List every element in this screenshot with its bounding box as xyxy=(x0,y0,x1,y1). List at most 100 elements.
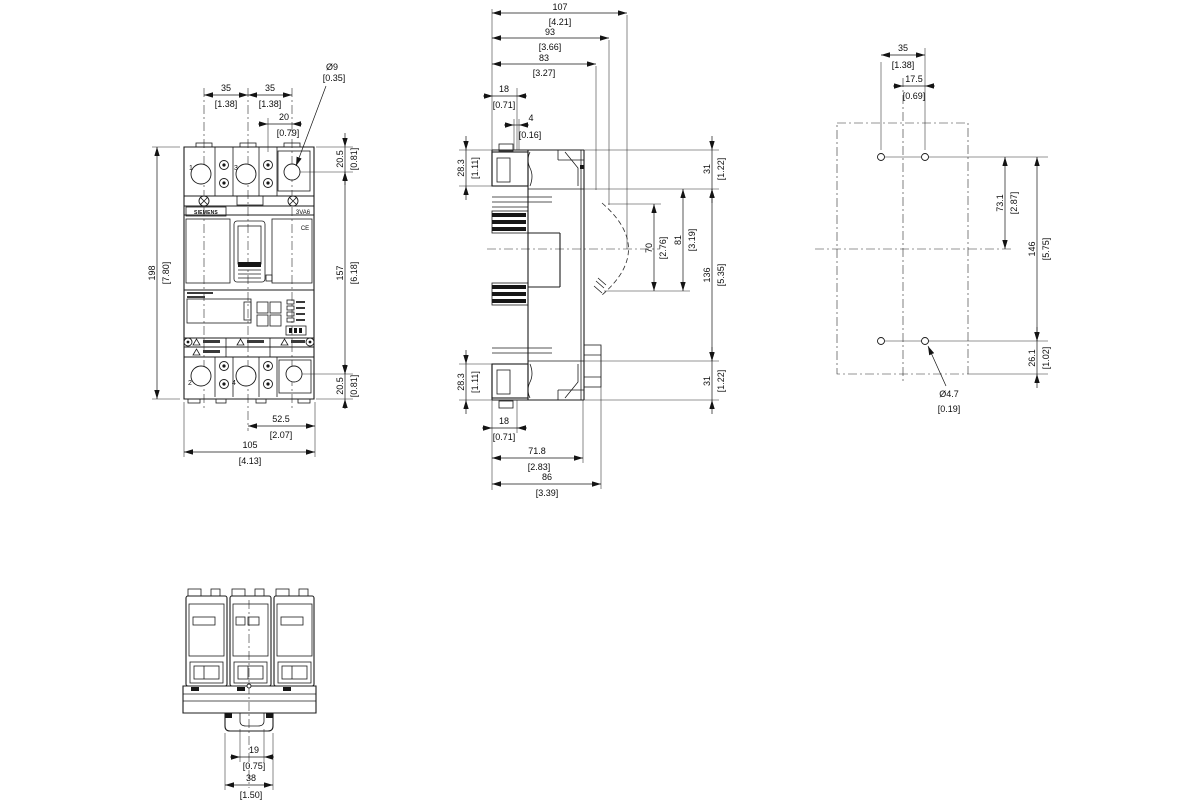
dim-lower-offset-mm: 26.1 xyxy=(1027,349,1037,367)
dim-width-half-in: [2.07] xyxy=(270,430,293,440)
pole-number: 3 xyxy=(234,165,238,172)
dim-upper-span-mm: 73.1 xyxy=(995,194,1005,212)
dim-front-gap-mm: 4 xyxy=(528,113,533,123)
mounting-hole xyxy=(877,153,885,161)
side-terminal-top xyxy=(491,151,529,187)
terminal-hole-3 xyxy=(235,163,257,185)
display-window xyxy=(186,298,252,324)
dim-rail-width-mm: 38 xyxy=(246,773,256,783)
top-tab xyxy=(283,142,301,148)
terminal-hole-1 xyxy=(190,163,212,185)
din-rail-clip xyxy=(583,344,602,388)
pole-number: 4 xyxy=(232,380,236,387)
dim-terminal-top-mm: 20.5 xyxy=(335,150,345,168)
dim-handle-travel-mm: 70 xyxy=(644,243,654,253)
dim-pole-pitch-left-in: [1.38] xyxy=(215,99,238,109)
terminal-hole-6 xyxy=(285,365,303,383)
pole-block xyxy=(185,595,228,687)
dim-rail-slot-mm: 19 xyxy=(249,745,259,755)
dim-terminal-bottom-mm: 20.5 xyxy=(335,377,345,395)
dim-edge-bottom-mm: 31 xyxy=(702,376,712,386)
side-terminal-bottom xyxy=(491,363,529,399)
pole-block xyxy=(229,595,272,687)
dim-vertical-span-in: [5.75] xyxy=(1041,238,1051,261)
dim-width-half-mm: 52.5 xyxy=(272,414,290,424)
dim-base-depth-in: [2.83] xyxy=(528,462,551,472)
mounting-hole xyxy=(921,153,929,161)
terminal-hole-5 xyxy=(283,163,301,181)
dim-width-overall-mm: 105 xyxy=(242,440,257,450)
dim-pole-pitch-right-mm: 35 xyxy=(265,83,275,93)
dim-depth-handle-mm: 93 xyxy=(545,27,555,37)
dim-front-recess-mm: 81 xyxy=(673,235,683,245)
dim-side-terminal-top-mm: 28.3 xyxy=(456,159,466,177)
dim-front-step-in: [0.71] xyxy=(493,100,516,110)
trip-unit-button xyxy=(269,314,282,327)
pole-window-left xyxy=(185,218,231,284)
top-tab xyxy=(239,142,257,148)
warning-triangle-icon xyxy=(280,338,289,346)
dim-upper-span-in: [2.87] xyxy=(1009,192,1019,215)
foot-tab xyxy=(187,398,201,404)
dim-hole-spacing-in: [6.18] xyxy=(349,262,359,285)
dim-handle-travel-in: [2.76] xyxy=(658,237,668,260)
terminal-hole-4 xyxy=(235,365,257,387)
trip-unit-button xyxy=(269,301,282,314)
dim-hole-spacing-mm: 157 xyxy=(335,265,345,280)
hole-leader xyxy=(295,85,327,167)
dim-edge-top-mm: 31 xyxy=(702,164,712,174)
dim-depth-body-mm: 83 xyxy=(539,53,549,63)
foot-tab xyxy=(297,398,311,404)
dim-base-step-mm: 18 xyxy=(499,416,509,426)
side-view: 107 [4.21] 93 [3.66] 83 [3.27] 18 [0.71]… xyxy=(456,2,726,498)
dim-base-step-in: [0.71] xyxy=(493,432,516,442)
din-rail-foot xyxy=(224,713,274,732)
model-label: 3VA6 xyxy=(296,210,311,216)
handle-bezel xyxy=(233,220,266,283)
dim-mounting-span-in: [5.35] xyxy=(716,264,726,287)
drill-pattern-view: 35 [1.38] 17.5 [0.69] 73.1 [2.87] 146 [5… xyxy=(815,43,1051,414)
dim-pole-pitch-right-in: [1.38] xyxy=(259,99,282,109)
pole-number: 2 xyxy=(188,380,192,387)
dim-hole-pitch-in: [1.38] xyxy=(892,60,915,70)
dim-depth-handle-in: [3.66] xyxy=(539,42,562,52)
dim-terminal-top-in: [0.81] xyxy=(349,148,359,171)
dim-drill-hole-dia-mm: Ø4.7 xyxy=(939,389,959,399)
dim-height-overall-in: [7.80] xyxy=(161,262,171,285)
led-indicators xyxy=(286,299,305,323)
dim-mounting-span-mm: 136 xyxy=(702,267,712,282)
dim-base-depth-mm: 71.8 xyxy=(528,446,546,456)
pole-window-right xyxy=(271,218,313,284)
dim-depth-overall-in: [4.21] xyxy=(549,17,572,27)
dim-hole-half-pitch-mm: 17.5 xyxy=(905,74,923,84)
dim-side-terminal-top-in: [1.11] xyxy=(470,157,480,179)
dim-drill-hole-dia-in: [0.19] xyxy=(938,404,961,414)
dim-side-terminal-bottom-mm: 28.3 xyxy=(456,373,466,391)
terminal-hole-2 xyxy=(190,365,212,387)
dim-depth-body-in: [3.27] xyxy=(533,68,556,78)
warning-triangle-icon xyxy=(236,338,245,346)
dim-lower-offset-in: [1.02] xyxy=(1041,347,1051,370)
trip-unit-button xyxy=(256,314,269,327)
test-connector xyxy=(285,325,307,336)
top-tab xyxy=(195,142,213,148)
foot-tab xyxy=(215,398,227,404)
dim-height-overall-mm: 198 xyxy=(147,265,157,280)
dim-side-terminal-bottom-in: [1.11] xyxy=(470,371,480,393)
warning-triangle-icon xyxy=(192,338,201,346)
toggle-handle xyxy=(237,225,262,265)
dim-hole-dia-in: [0.35] xyxy=(323,73,346,83)
dim-rail-slot-in: [0.75] xyxy=(243,761,266,771)
dim-body-depth-mm: 86 xyxy=(542,472,552,482)
dim-width-overall-in: [4.13] xyxy=(239,456,262,466)
dim-hole-half-pitch-in: [0.69] xyxy=(903,91,926,101)
dim-hole-offset-in: [0.79] xyxy=(277,128,300,138)
phase-barrier-screws xyxy=(219,160,273,389)
warning-triangle-icon xyxy=(192,348,201,356)
dim-rail-width-in: [1.50] xyxy=(240,790,263,800)
mounting-hole xyxy=(877,337,885,345)
bottom-view: 19 [0.75] 38 [1.50] xyxy=(182,588,317,800)
breaker-outline xyxy=(836,122,969,375)
